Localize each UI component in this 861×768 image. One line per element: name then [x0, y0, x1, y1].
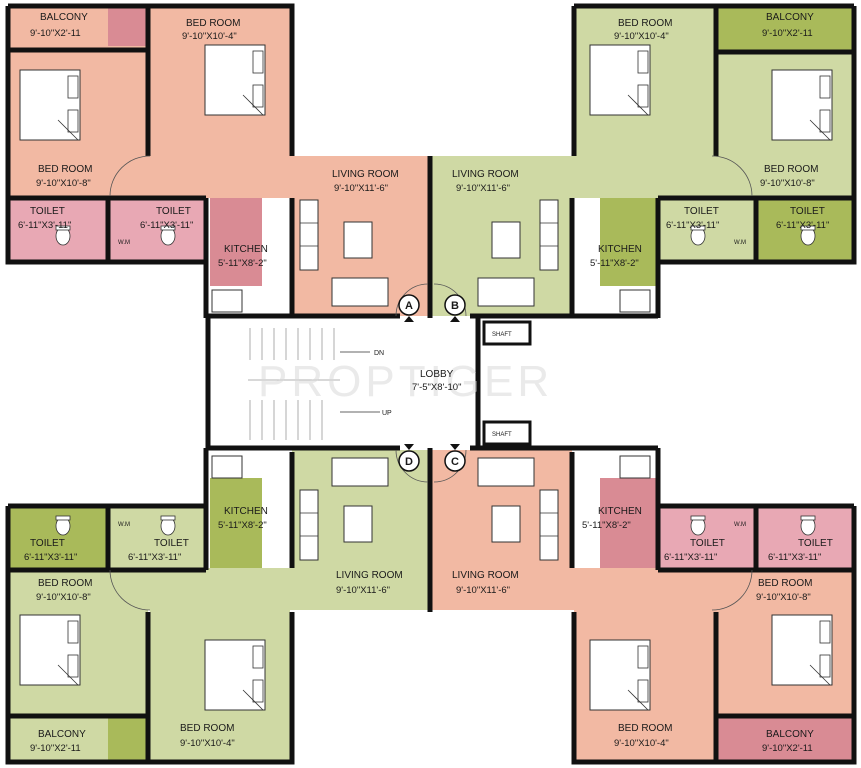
flat-b: [432, 6, 854, 316]
dim-bed-d-1: 9'-10"X10'-8": [36, 592, 91, 603]
label-kitchen-c: KITCHEN: [598, 506, 642, 517]
toilet-c-1: [658, 508, 756, 570]
label-balcony-c: BALCONY: [766, 729, 814, 740]
flat-a: [8, 6, 430, 316]
dim-toilet-d-2: 6'-11"X3'-11": [128, 552, 181, 563]
shaft-top: [482, 320, 532, 346]
dim-bed-a-2: 9'-10"X10'-4": [182, 31, 237, 42]
label-bed-a-1: BED ROOM: [38, 164, 92, 175]
label-toilet-a-1: TOILET: [30, 206, 65, 217]
dim-toilet-d-1: 6'-11"X3'-11": [24, 552, 77, 563]
shaft-bottom: [482, 420, 532, 446]
toilet-d-2: [108, 508, 206, 570]
label-balcony-b: BALCONY: [766, 12, 814, 23]
label-up: UP: [382, 410, 392, 417]
balcony-b: [716, 6, 854, 50]
label-toilet-d-2: TOILET: [154, 538, 189, 549]
watermark: PROPTIGER: [258, 357, 553, 406]
label-kitchen-b: KITCHEN: [598, 244, 642, 255]
label-toilet-b-2: TOILET: [790, 206, 825, 217]
label-wm-c: W.M: [734, 522, 746, 528]
dim-living-b: 9'-10"X11'-6": [456, 183, 510, 194]
dim-balcony-d: 9'-10"X2'-11: [30, 743, 81, 754]
label-bed-b-2: BED ROOM: [618, 18, 672, 29]
label-wm-b: W.M: [734, 240, 746, 246]
dim-living-d: 9'-10"X11'-6": [336, 585, 390, 596]
label-toilet-d-1: TOILET: [30, 538, 65, 549]
dim-bed-b-2: 9'-10"X10'-4": [614, 31, 669, 42]
label-toilet-c-1: TOILET: [690, 538, 725, 549]
dim-toilet-b-1: 6'-11"X3'-11": [666, 220, 719, 231]
dim-living-c: 9'-10"X11'-6": [456, 585, 510, 596]
label-living-b: LIVING ROOM: [452, 169, 519, 180]
walls: [5, 3, 857, 765]
dim-bed-c-1: 9'-10"X10'-8": [756, 592, 811, 603]
balcony-c: [716, 718, 854, 760]
label-bed-a-2: BED ROOM: [186, 18, 240, 29]
flat-markers: A B D C: [398, 294, 466, 472]
dim-kitchen-b: 5'-11"X8'-2": [590, 258, 639, 269]
dim-kitchen-c: 5'-11"X8'-2": [582, 520, 631, 531]
label-bed-b-1: BED ROOM: [764, 164, 818, 175]
dim-toilet-a-1: 6'-11"X3'-11": [18, 220, 71, 231]
marker-a: A: [405, 300, 413, 312]
dim-bed-b-1: 9'-10"X10'-8": [760, 178, 815, 189]
label-shaft-bottom: SHAFT: [492, 432, 512, 438]
dim-toilet-a-2: 6'-11"X3'-11": [140, 220, 193, 231]
label-toilet-b-1: TOILET: [684, 206, 719, 217]
toilet-b-1: [658, 198, 756, 260]
label-shaft-top: SHAFT: [492, 332, 512, 338]
label-kitchen-d: KITCHEN: [224, 506, 268, 517]
label-wm-d: W.M: [118, 522, 130, 528]
marker-d: D: [405, 456, 413, 468]
toilet-a-2: [108, 198, 206, 260]
marker-b: B: [451, 300, 459, 312]
label-lobby: LOBBY: [420, 369, 454, 380]
dim-balcony-b: 9'-10"X2'-11: [762, 28, 813, 39]
label-balcony-d: BALCONY: [38, 729, 86, 740]
flat-c: [432, 450, 854, 760]
label-bed-c-1: BED ROOM: [758, 578, 812, 589]
dim-lobby: 7'-5"X8'-10": [412, 382, 461, 393]
dim-bed-a-1: 9'-10"X10'-8": [36, 178, 91, 189]
label-living-a: LIVING ROOM: [332, 169, 399, 180]
dim-toilet-c-2: 6'-11"X3'-11": [768, 552, 821, 563]
dim-balcony-a: 9'-10"X2'-11: [30, 28, 81, 39]
dim-toilet-b-2: 6'-11"X3'-11": [776, 220, 829, 231]
corridor-c: [432, 568, 752, 610]
dim-living-a: 9'-10"X11'-6": [334, 183, 388, 194]
dim-bed-c-2: 9'-10"X10'-4": [614, 738, 669, 749]
label-bed-d-2: BED ROOM: [180, 723, 234, 734]
label-living-d: LIVING ROOM: [336, 570, 403, 581]
label-wm-a: W.M: [118, 240, 130, 246]
label-living-c: LIVING ROOM: [452, 570, 519, 581]
flat-d: [8, 450, 430, 760]
label-bed-c-2: BED ROOM: [618, 723, 672, 734]
label-toilet-a-2: TOILET: [156, 206, 191, 217]
dim-kitchen-a: 5'-11"X8'-2": [218, 258, 267, 269]
label-kitchen-a: KITCHEN: [224, 244, 268, 255]
dim-bed-d-2: 9'-10"X10'-4": [180, 738, 235, 749]
dim-balcony-c: 9'-10"X2'-11: [762, 743, 813, 754]
label-dn: DN: [374, 350, 384, 357]
dim-toilet-c-1: 6'-11"X3'-11": [664, 552, 717, 563]
label-toilet-c-2: TOILET: [798, 538, 833, 549]
marker-c: C: [451, 456, 459, 468]
label-bed-d-1: BED ROOM: [38, 578, 92, 589]
dim-kitchen-d: 5'-11"X8'-2": [218, 520, 267, 531]
corridor-d: [110, 568, 430, 610]
lobby-area: [212, 318, 480, 448]
label-balcony-a: BALCONY: [40, 12, 88, 23]
